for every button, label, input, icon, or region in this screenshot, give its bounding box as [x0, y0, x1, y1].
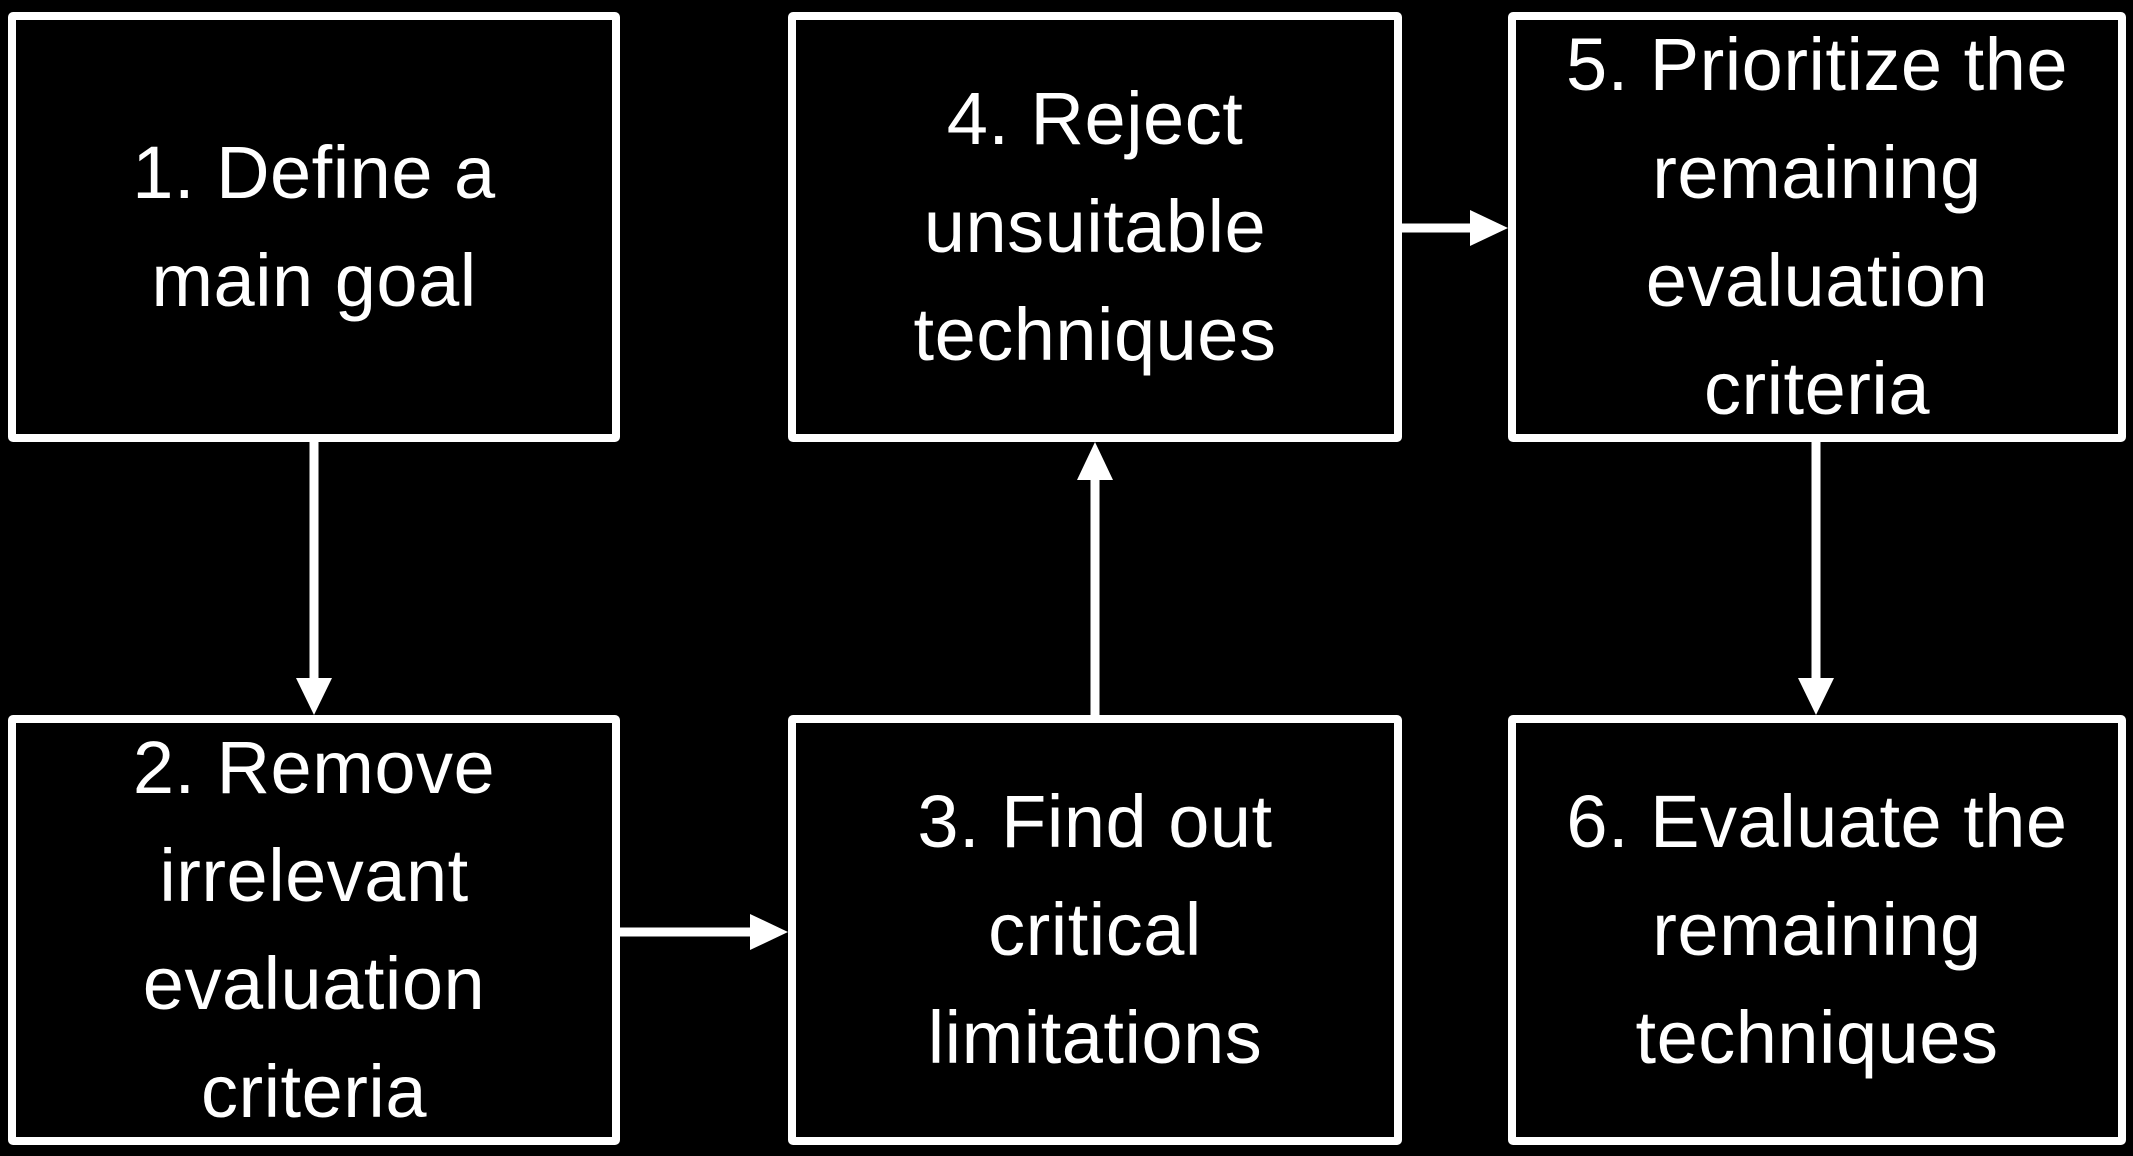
step-1-label: 1. Define a main goal — [132, 131, 496, 322]
step-5-label: 5. Prioritize the remaining evaluation c… — [1565, 23, 2069, 430]
step-6-label: 6. Evaluate the remaining techniques — [1566, 780, 2068, 1079]
step-5-box: 5. Prioritize the remaining evaluation c… — [1508, 12, 2126, 442]
arrow-step-3-to-step-4 — [1077, 442, 1113, 715]
arrow-step-5-to-step-6 — [1798, 442, 1834, 715]
arrow-step-2-to-step-3 — [620, 914, 788, 950]
step-2-box: 2. Remove irrelevant evaluation criteria — [8, 715, 620, 1145]
arrow-step-4-to-step-5 — [1402, 210, 1508, 246]
step-2-label: 2. Remove irrelevant evaluation criteria — [132, 726, 496, 1133]
step-4-box: 4. Reject unsuitable techniques — [788, 12, 1402, 442]
step-4-label: 4. Reject unsuitable techniques — [913, 77, 1277, 376]
step-3-box: 3. Find out critical limitations — [788, 715, 1402, 1145]
step-1-box: 1. Define a main goal — [8, 12, 620, 442]
step-3-label: 3. Find out critical limitations — [917, 780, 1273, 1079]
arrow-step-1-to-step-2 — [296, 442, 332, 715]
step-6-box: 6. Evaluate the remaining techniques — [1508, 715, 2126, 1145]
